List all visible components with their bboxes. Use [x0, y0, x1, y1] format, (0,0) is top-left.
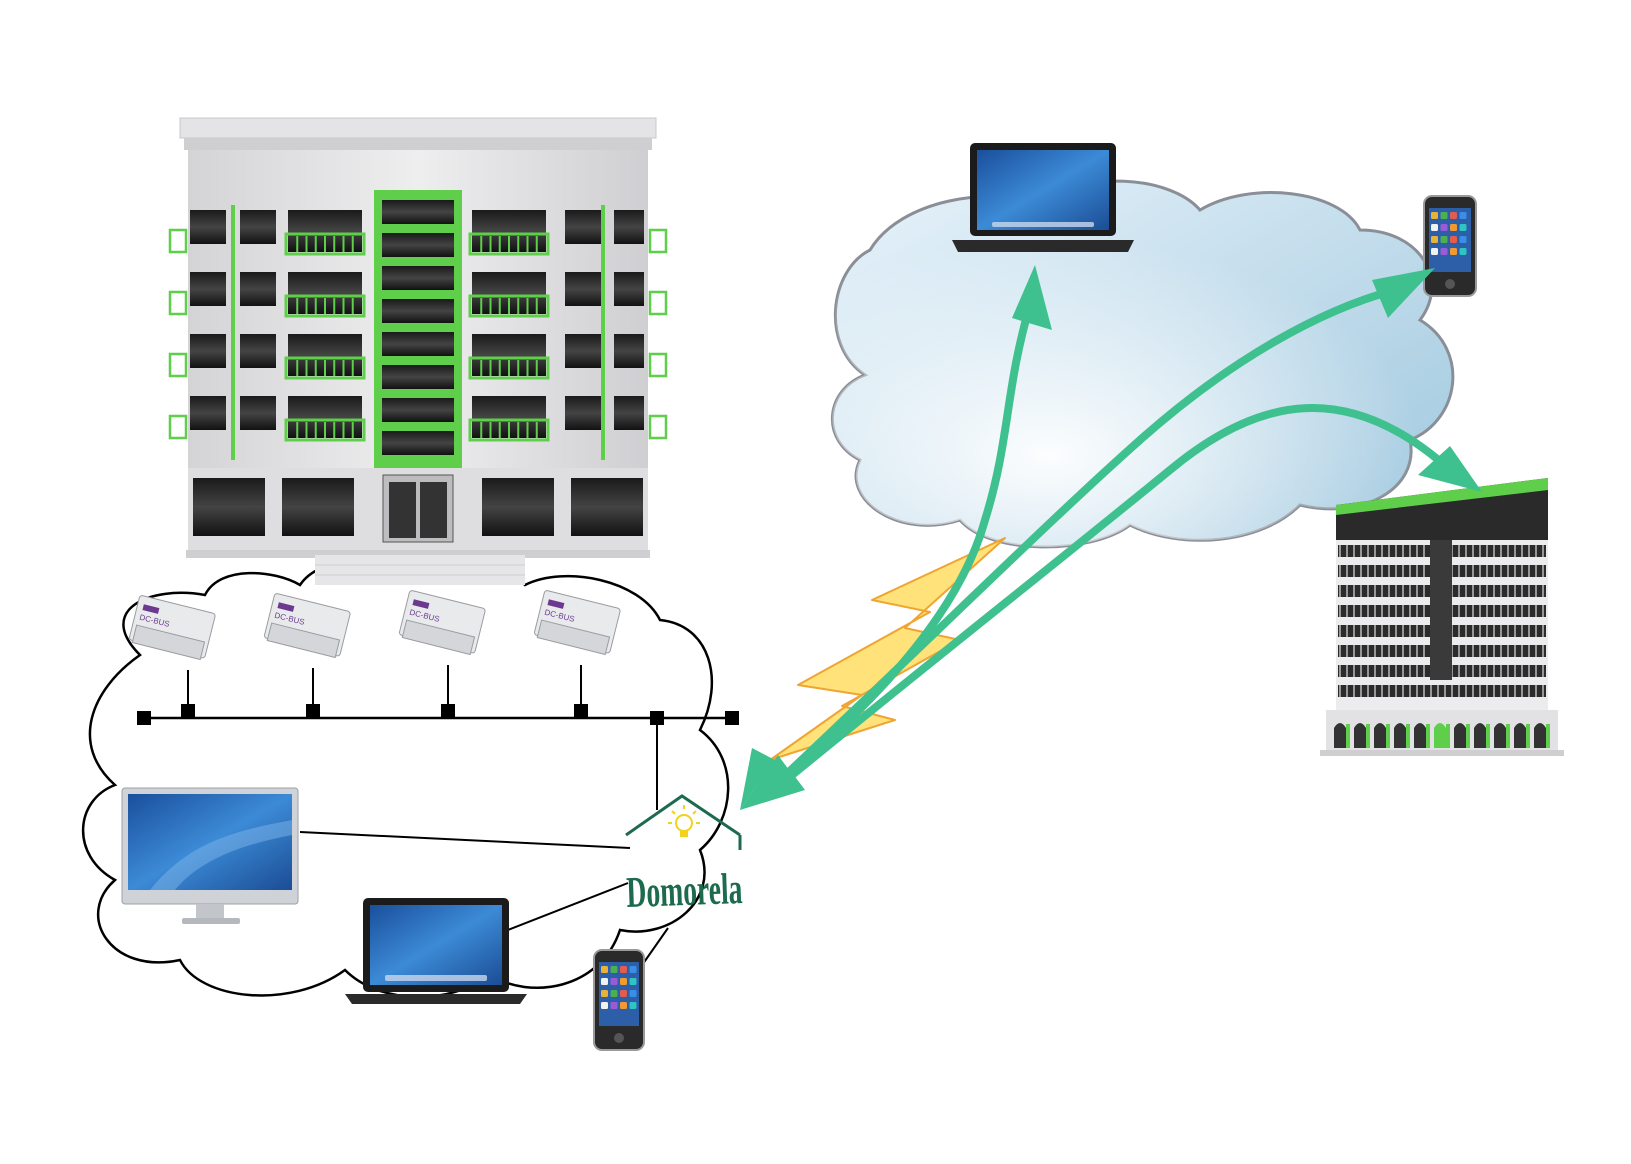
office-arch — [1334, 723, 1346, 748]
window — [565, 210, 601, 244]
arrowhead-icon — [1012, 265, 1052, 330]
window — [565, 272, 601, 306]
office-arch — [1354, 723, 1366, 748]
arrowhead-icon — [1418, 446, 1482, 492]
din-rail-module-icon: DC-BUS — [534, 590, 621, 656]
smartphone-icon — [593, 949, 645, 1051]
office-building-icon — [1320, 478, 1564, 756]
balcony-railing — [468, 294, 550, 318]
office-arch — [1494, 723, 1506, 748]
light-bulb-icon — [668, 805, 700, 837]
office-arch — [1454, 723, 1466, 748]
arrowhead-icon — [1372, 268, 1435, 318]
smartphone-icon — [1423, 195, 1477, 297]
desktop-monitor-icon — [121, 787, 299, 924]
arrow-to-office — [776, 404, 1454, 789]
arrowhead-icon — [740, 770, 805, 810]
window — [190, 210, 226, 244]
balcony-railing — [284, 418, 366, 442]
arrowheads — [740, 265, 1482, 810]
arrow-to-phone — [771, 286, 1399, 789]
office-arch — [1394, 723, 1406, 748]
window — [614, 334, 644, 368]
domorela-logo: Domorela — [625, 794, 744, 917]
bus-node — [137, 711, 151, 725]
bus-node — [181, 704, 195, 718]
office-arch — [1474, 723, 1486, 748]
din-rail-module-icon: DC-BUS — [399, 590, 486, 656]
office-arch — [1534, 723, 1546, 748]
bus-line — [137, 665, 739, 810]
window — [614, 396, 644, 430]
bus-node — [725, 711, 739, 725]
tower-window — [382, 266, 454, 290]
window — [190, 396, 226, 430]
data-flow-arrows — [766, 286, 1454, 794]
laptop-icon — [952, 143, 1134, 252]
tower-window — [382, 365, 454, 389]
tower-window — [382, 299, 454, 323]
window — [614, 272, 644, 306]
balcony-railing — [468, 232, 550, 256]
bus-node — [441, 704, 455, 718]
balcony-railing — [284, 356, 366, 380]
window — [190, 334, 226, 368]
tower-window — [382, 332, 454, 356]
window — [565, 334, 601, 368]
din-rail-module-icon: DC-BUS — [264, 593, 351, 659]
laptop-icon — [345, 898, 527, 1004]
office-arch — [1514, 723, 1526, 748]
office-arch — [1374, 723, 1386, 748]
balcony-railing — [468, 356, 550, 380]
arrowhead-icon — [740, 748, 775, 810]
logo-text: Domorela — [626, 864, 744, 917]
balcony-railing — [468, 418, 550, 442]
window — [240, 272, 276, 306]
tower-window — [382, 200, 454, 224]
tower-window — [382, 233, 454, 257]
window — [240, 334, 276, 368]
bus-node — [306, 704, 320, 718]
balcony-railing — [284, 294, 366, 318]
link-laptop — [507, 882, 629, 931]
window — [614, 210, 644, 244]
tower-window — [382, 431, 454, 455]
window — [240, 210, 276, 244]
bus-node — [650, 711, 664, 725]
din-rail-module-icon: DC-BUS — [129, 595, 216, 661]
window — [240, 396, 276, 430]
arrowhead-icon — [740, 755, 800, 810]
link-desktop — [299, 831, 631, 849]
window — [190, 272, 226, 306]
window — [565, 396, 601, 430]
balcony-railing — [284, 232, 366, 256]
office-arch — [1414, 723, 1426, 748]
apartment-building-icon — [168, 117, 668, 585]
tower-window — [382, 398, 454, 422]
bus-node — [574, 704, 588, 718]
internet-cloud-glow — [832, 181, 1453, 547]
lightning-bolt-icon — [769, 537, 1006, 761]
office-arch — [1434, 723, 1446, 748]
